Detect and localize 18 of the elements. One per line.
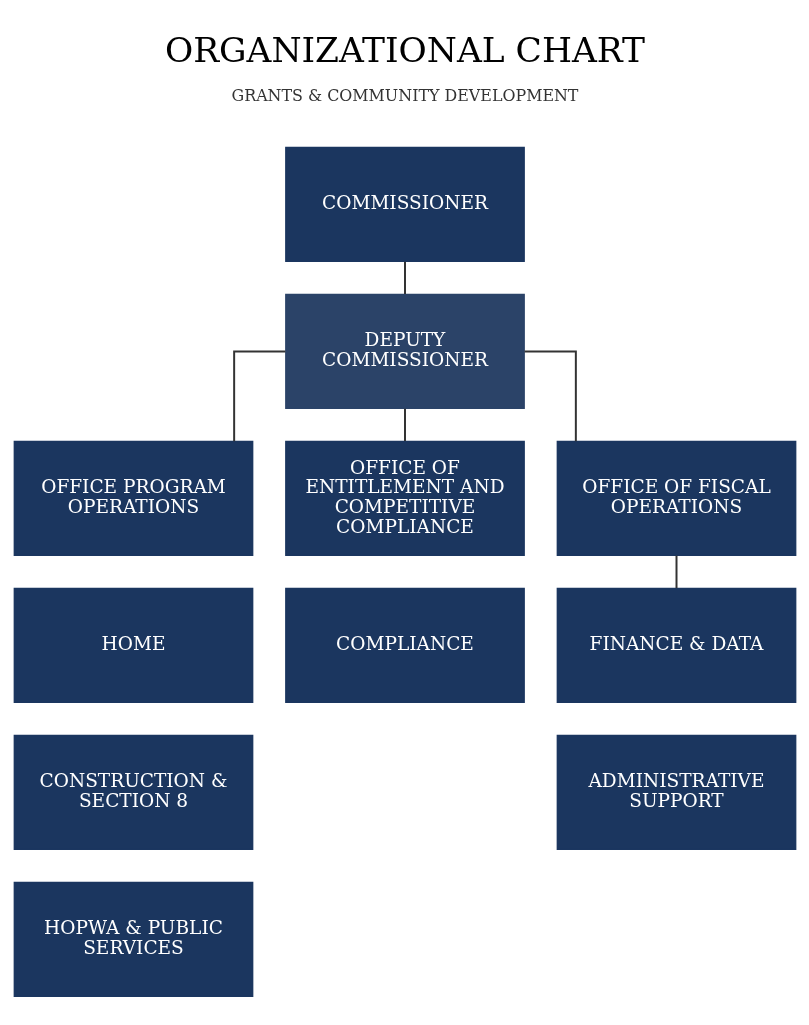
node-box: FINANCE & DATA (556, 587, 796, 703)
node-box: COMMISSIONER (284, 146, 525, 262)
diagram-title: ORGANIZATIONAL CHART (164, 29, 645, 70)
node-box: OFFICE PROGRAM OPERATIONS (13, 440, 253, 556)
node-box: ADMINISTRATIVE SUPPORT (556, 734, 796, 850)
node-box: CONSTRUCTION & SECTION 8 (13, 734, 253, 850)
node-box: OFFICE OF FISCAL OPERATIONS (556, 440, 796, 556)
node-box: COMPLIANCE (284, 587, 525, 703)
node-box: OFFICE OF ENTITLEMENT AND COMPETITIVE COMPLIANCE (284, 440, 525, 556)
connector (403, 260, 406, 295)
connector (232, 349, 286, 442)
node-box: DEPUTY COMMISSIONER (284, 293, 525, 409)
node-box: HOME (13, 587, 253, 703)
connector (523, 349, 577, 442)
label: GRANTS & COMMUNITY DEVELOPMENT (231, 85, 578, 105)
connector (403, 407, 406, 442)
connector (675, 554, 677, 589)
node-box: HOPWA & PUBLIC SERVICES (13, 881, 253, 997)
